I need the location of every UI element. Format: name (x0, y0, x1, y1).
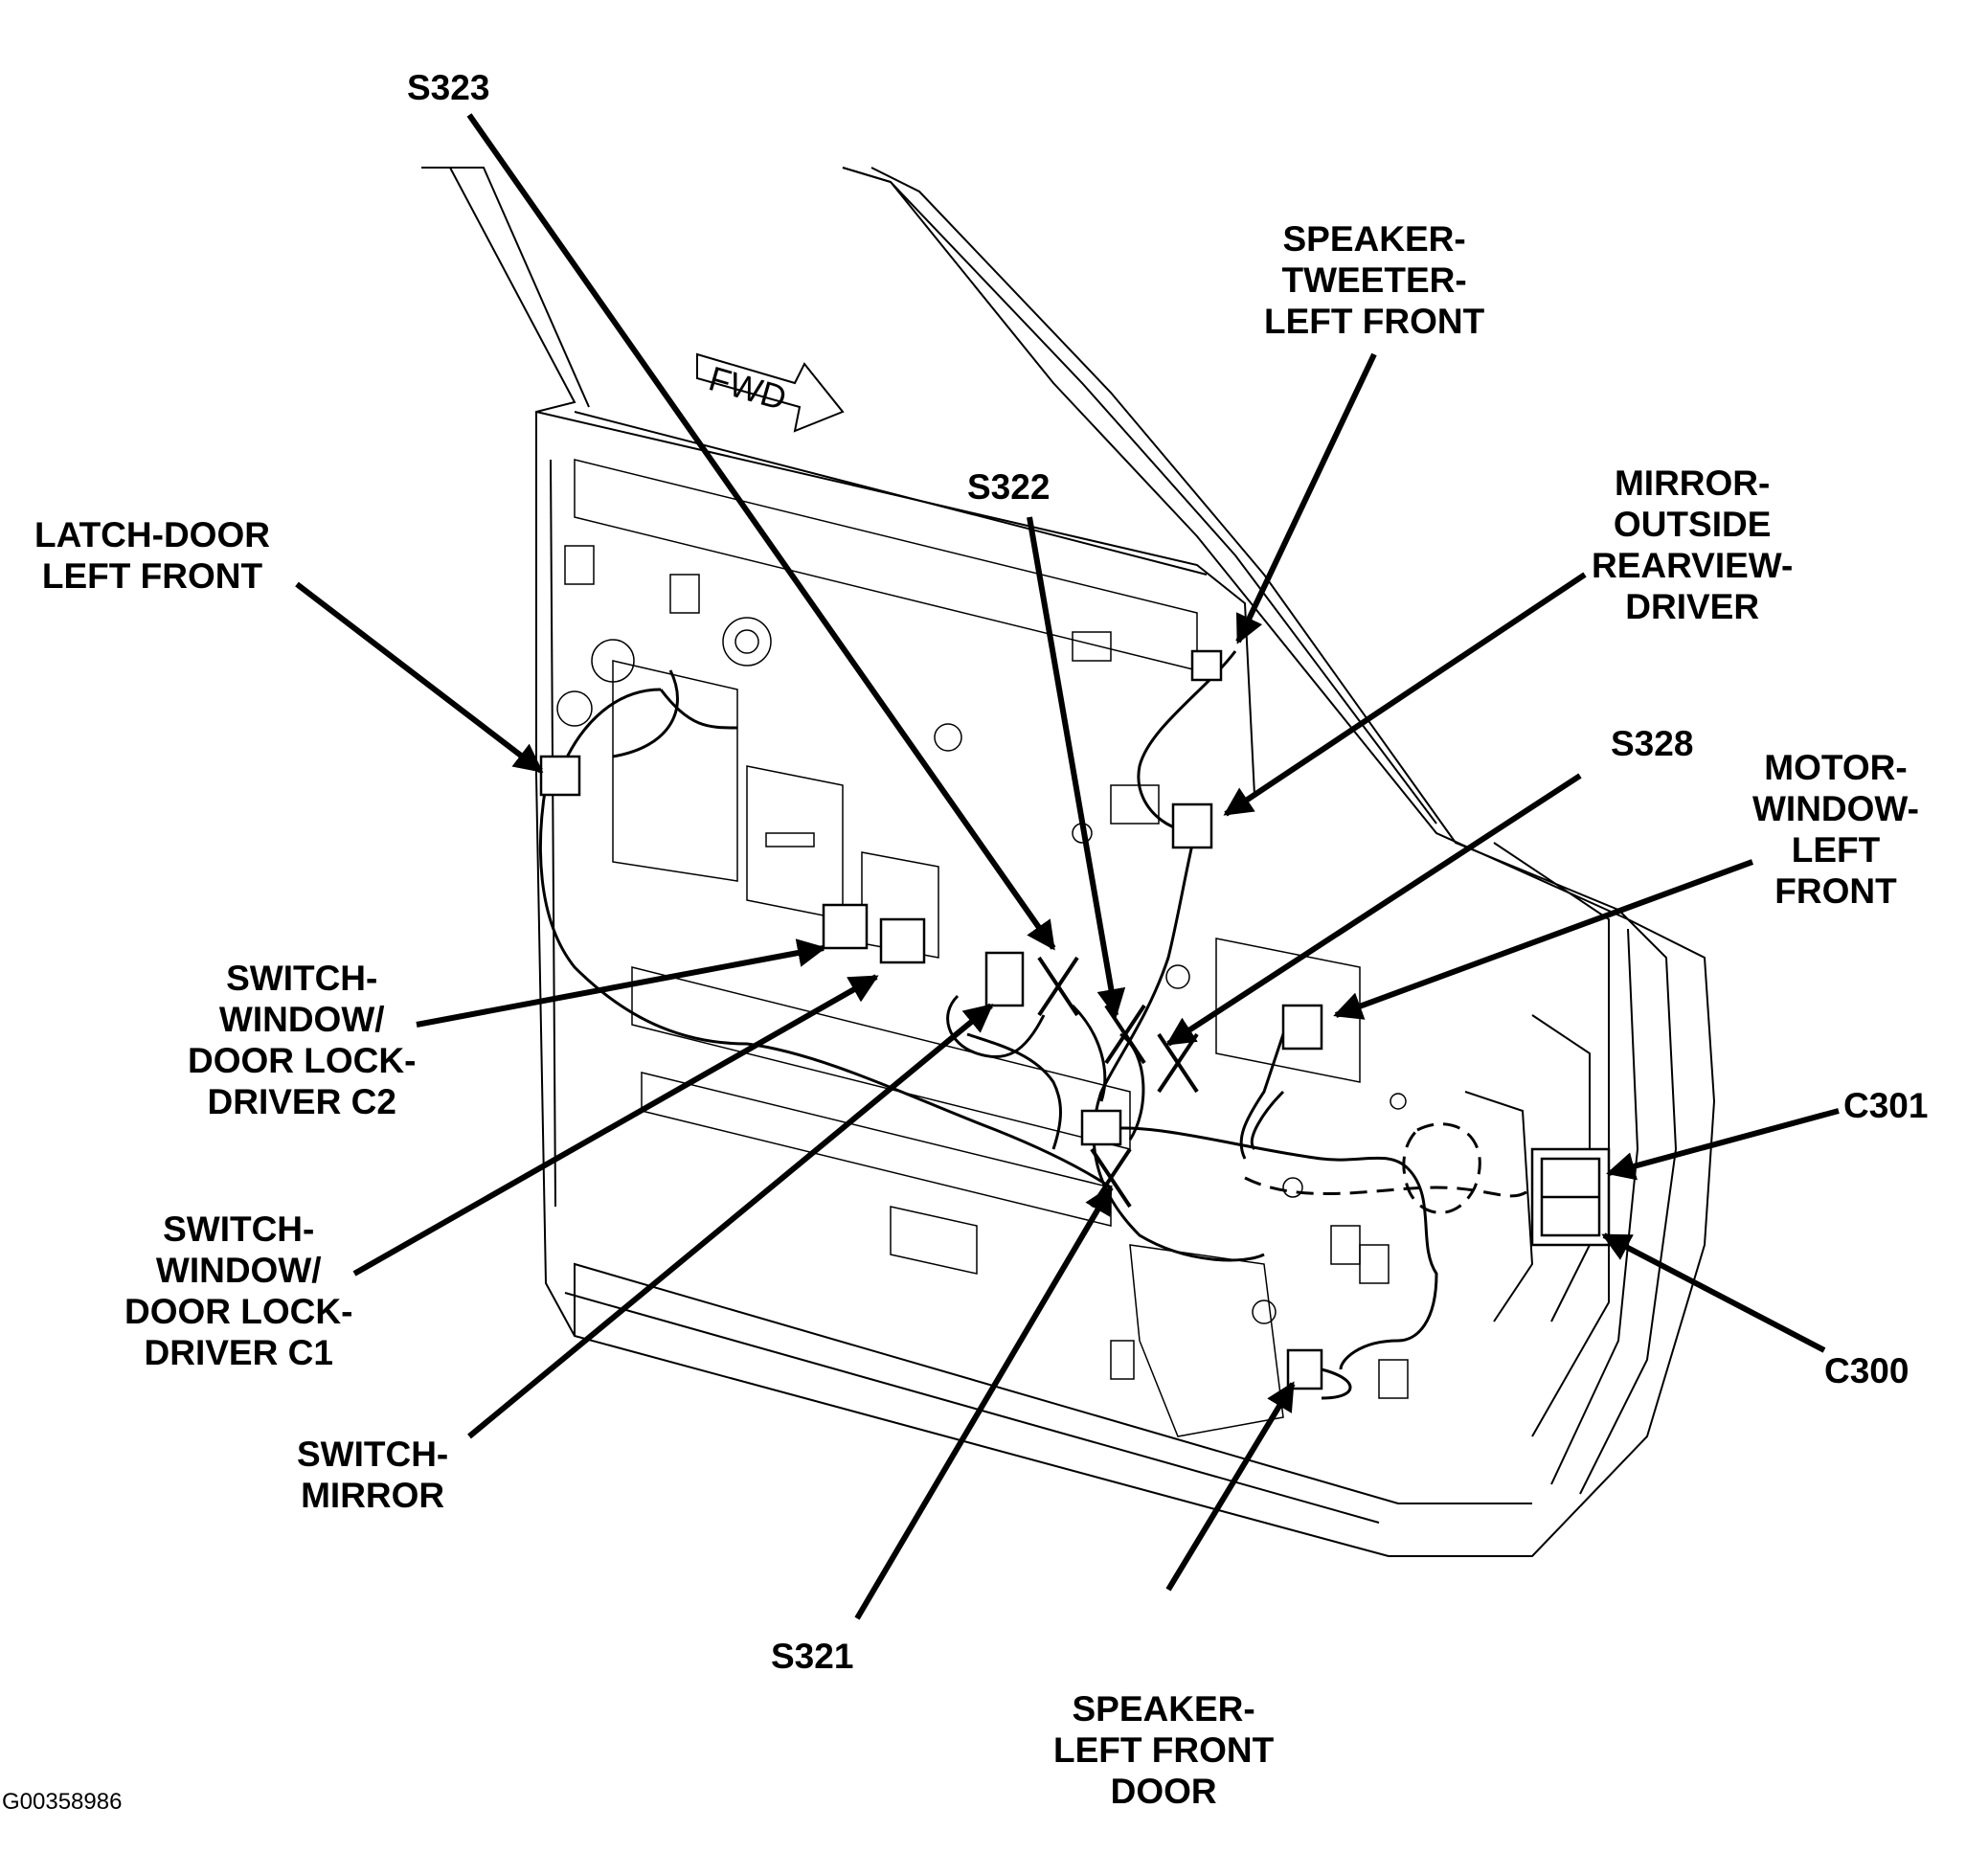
fwd-arrow: FWD (696, 352, 845, 433)
fwd-label: FWD (705, 358, 791, 418)
label-speaker-left-front-door: SPEAKER- LEFT FRONT DOOR (1053, 1689, 1275, 1811)
label-switch-mirror: SWITCH- MIRROR (297, 1435, 449, 1515)
label-s321: S321 (771, 1637, 854, 1676)
label-s323: S323 (407, 68, 490, 107)
connectors (539, 649, 1611, 1390)
wire-harness-dashed (1244, 1122, 1534, 1214)
label-motor-window: MOTOR- WINDOW- LEFT FRONT (1752, 748, 1919, 911)
label-mirror-outside: MIRROR- OUTSIDE REARVIEW- DRIVER (1592, 463, 1794, 626)
label-c301: C301 (1843, 1086, 1929, 1125)
label-switch-window-c1: SWITCH- WINDOW/ DOOR LOCK- DRIVER C1 (124, 1209, 353, 1372)
label-latch-door: LATCH-DOOR LEFT FRONT (34, 515, 270, 596)
label-speaker-tweeter: SPEAKER- TWEETER- LEFT FRONT (1264, 219, 1485, 341)
splice-markers (1037, 956, 1199, 1209)
label-s328: S328 (1611, 724, 1694, 763)
figure-id: G00358986 (2, 1789, 123, 1815)
label-s322: S322 (967, 467, 1051, 507)
label-switch-window-c2: SWITCH- WINDOW/ DOOR LOCK- DRIVER C2 (188, 959, 417, 1121)
leader-lines (295, 113, 1840, 1620)
label-c300: C300 (1824, 1351, 1910, 1390)
inner-panel (556, 459, 1409, 1437)
